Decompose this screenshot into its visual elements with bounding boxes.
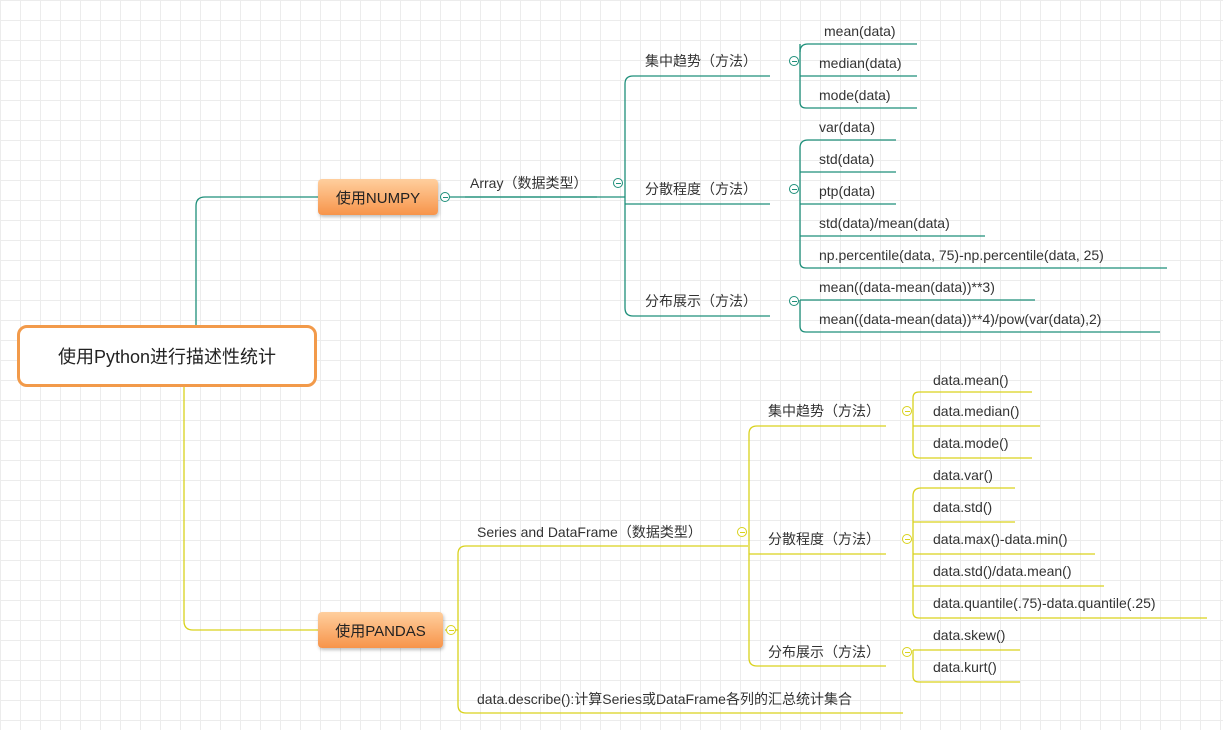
item-label: data.std() xyxy=(933,499,993,515)
numpy-distribution-label: 分布展示（方法） xyxy=(645,293,757,309)
pandas-dispersion-label: 分散程度（方法） xyxy=(768,531,880,547)
pandas-distribution-label: 分布展示（方法） xyxy=(768,644,880,660)
item-label: var(data) xyxy=(819,119,876,135)
numpy-central-item[interactable]: mean(data) xyxy=(824,22,896,40)
collapse-icon[interactable] xyxy=(440,192,450,202)
collapse-icon[interactable] xyxy=(789,56,799,66)
item-label: data.quantile(.75)-data.quantile(.25) xyxy=(933,595,1156,611)
collapse-icon[interactable] xyxy=(902,647,912,657)
pandas-dispersion-item[interactable]: data.std()/data.mean() xyxy=(933,562,1072,580)
collapse-icon[interactable] xyxy=(902,406,912,416)
numpy-dispersion-item[interactable]: var(data) xyxy=(819,118,875,136)
numpy-dispersion-label: 分散程度（方法） xyxy=(645,181,757,197)
item-label: mode(data) xyxy=(819,87,891,103)
numpy-topic[interactable]: 使用NUMPY xyxy=(318,179,438,215)
numpy-distribution-item[interactable]: mean((data-mean(data))**3) xyxy=(819,278,995,296)
item-label: ptp(data) xyxy=(819,183,876,199)
pandas-central-item[interactable]: data.mean() xyxy=(933,371,1008,389)
item-label: np.percentile(data, 75)-np.percentile(da… xyxy=(819,247,1104,263)
pandas-central-label: 集中趋势（方法） xyxy=(768,403,880,419)
item-label: data.mean() xyxy=(933,372,1009,388)
numpy-dispersion-item[interactable]: ptp(data) xyxy=(819,182,875,200)
item-label: data.std()/data.mean() xyxy=(933,563,1072,579)
numpy-dispersion-item[interactable]: std(data)/mean(data) xyxy=(819,214,950,232)
item-label: data.mode() xyxy=(933,435,1009,451)
pandas-central-item[interactable]: data.median() xyxy=(933,402,1019,420)
item-label: data.max()-data.min() xyxy=(933,531,1068,547)
numpy-array-label: Array（数据类型） xyxy=(470,175,588,191)
collapse-icon[interactable] xyxy=(789,184,799,194)
item-label: data.kurt() xyxy=(933,659,997,675)
root-topic-label: 使用Python进行描述性统计 xyxy=(57,347,277,367)
pandas-distribution-item[interactable]: data.skew() xyxy=(933,626,1005,644)
item-label: median(data) xyxy=(819,55,902,71)
pandas-describe-node[interactable]: data.describe():计算Series或DataFrame各列的汇总统… xyxy=(477,690,852,708)
numpy-dispersion-item[interactable]: np.percentile(data, 75)-np.percentile(da… xyxy=(819,246,1104,264)
collapse-icon[interactable] xyxy=(446,625,456,635)
numpy-distribution-node[interactable]: 分布展示（方法） xyxy=(645,292,757,310)
pandas-topic[interactable]: 使用PANDAS xyxy=(318,612,443,648)
pandas-dispersion-item[interactable]: data.max()-data.min() xyxy=(933,530,1068,548)
item-label: mean((data-mean(data))**4)/pow(var(data)… xyxy=(819,311,1102,327)
numpy-central-item[interactable]: median(data) xyxy=(819,54,902,72)
root-topic[interactable]: 使用Python进行描述性统计 xyxy=(17,325,317,387)
collapse-icon[interactable] xyxy=(613,178,623,188)
pandas-central-item[interactable]: data.mode() xyxy=(933,434,1008,452)
collapse-icon[interactable] xyxy=(902,534,912,544)
pandas-series-node[interactable]: Series and DataFrame（数据类型） xyxy=(477,523,702,541)
numpy-central-item[interactable]: mode(data) xyxy=(819,86,891,104)
item-label: mean(data) xyxy=(824,23,896,39)
numpy-dispersion-node[interactable]: 分散程度（方法） xyxy=(645,180,757,198)
pandas-dispersion-item[interactable]: data.var() xyxy=(933,466,993,484)
numpy-distribution-item[interactable]: mean((data-mean(data))**4)/pow(var(data)… xyxy=(819,310,1101,328)
pandas-dispersion-item[interactable]: data.quantile(.75)-data.quantile(.25) xyxy=(933,594,1156,612)
item-label: data.var() xyxy=(933,467,993,483)
pandas-series-label: Series and DataFrame（数据类型） xyxy=(477,524,702,540)
pandas-dispersion-item[interactable]: data.std() xyxy=(933,498,992,516)
item-label: mean((data-mean(data))**3) xyxy=(819,279,995,295)
pandas-topic-label: 使用PANDAS xyxy=(335,622,426,640)
pandas-distribution-node[interactable]: 分布展示（方法） xyxy=(768,643,880,661)
numpy-dispersion-item[interactable]: std(data) xyxy=(819,150,874,168)
pandas-distribution-item[interactable]: data.kurt() xyxy=(933,658,997,676)
numpy-topic-label: 使用NUMPY xyxy=(335,189,421,207)
pandas-dispersion-node[interactable]: 分散程度（方法） xyxy=(768,530,880,548)
pandas-central-node[interactable]: 集中趋势（方法） xyxy=(768,402,880,420)
pandas-describe-label: data.describe():计算Series或DataFrame各列的汇总统… xyxy=(477,691,852,707)
collapse-icon[interactable] xyxy=(737,527,747,537)
item-label: std(data) xyxy=(819,151,875,167)
numpy-central-node[interactable]: 集中趋势（方法） xyxy=(645,52,757,70)
item-label: data.skew() xyxy=(933,627,1006,643)
item-label: data.median() xyxy=(933,403,1020,419)
item-label: std(data)/mean(data) xyxy=(819,215,950,231)
numpy-array-node[interactable]: Array（数据类型） xyxy=(470,174,587,192)
numpy-central-label: 集中趋势（方法） xyxy=(645,53,757,69)
collapse-icon[interactable] xyxy=(789,296,799,306)
